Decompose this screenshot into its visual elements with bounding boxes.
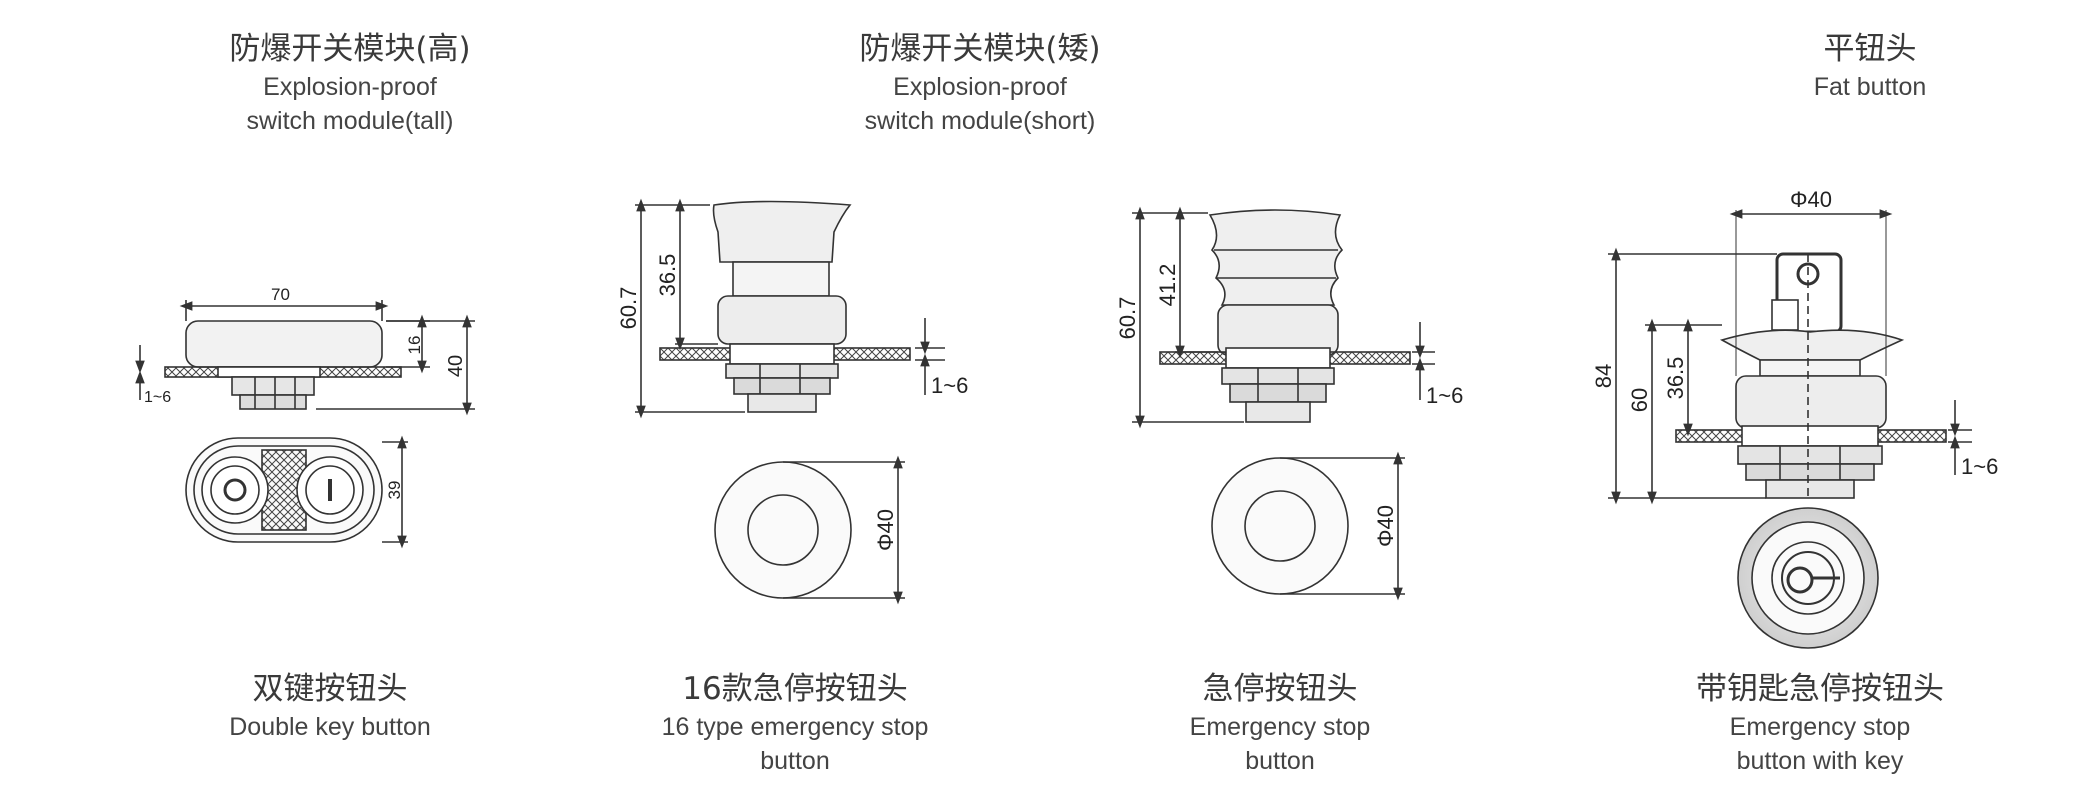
caption-zh: 双键按钮头 xyxy=(252,671,408,707)
type16-estop-side-view xyxy=(635,198,945,419)
caption-en-2: switch module(tall) xyxy=(246,107,454,135)
caption-en-1: 16 type emergency stop xyxy=(661,713,929,741)
dim-double-panel: 1~6 xyxy=(144,389,171,406)
caption-en-2: button xyxy=(760,747,830,775)
dim-t16-36-5: 36.5 xyxy=(655,254,680,297)
dim-estop-panel: 1~6 xyxy=(1426,383,1463,408)
caption-en-2: button with key xyxy=(1736,747,1904,775)
caption-en-1: Emergency stop xyxy=(1729,713,1911,741)
caption-en-2: button xyxy=(1245,747,1315,775)
dim-double-40: 40 xyxy=(445,355,467,377)
estop-side-view xyxy=(1132,206,1435,429)
dim-key-84: 84 xyxy=(1591,364,1616,388)
dim-estop-41-2: 41.2 xyxy=(1155,264,1180,307)
caption-en-1: Explosion-proof xyxy=(263,73,437,101)
caption-type16-estop: 16款急停按钮头 16 type emergency stop button xyxy=(605,668,985,778)
caption-double-key: 双键按钮头 Double key button xyxy=(160,668,500,744)
dim-t16-diameter: Φ40 xyxy=(873,509,898,551)
dim-double-70: 70 xyxy=(271,285,290,304)
caption-zh: 16款急停按钮头 xyxy=(682,671,908,707)
key-estop-side-view xyxy=(1608,209,1972,505)
caption-tall-module: 防爆开关模块(高) Explosion-proof switch module(… xyxy=(180,28,520,138)
caption-short-module: 防爆开关模块(矮) Explosion-proof switch module(… xyxy=(800,28,1160,138)
dim-double-16: 16 xyxy=(405,336,424,355)
caption-en-1: Double key button xyxy=(229,713,431,741)
key-estop-top-view xyxy=(1737,507,1879,649)
dim-key-diameter: Φ40 xyxy=(1790,187,1832,212)
dim-estop-60-7: 60.7 xyxy=(1115,297,1140,340)
dim-key-panel: 1~6 xyxy=(1961,454,1998,479)
caption-en-1: Fat button xyxy=(1813,73,1927,101)
dim-key-36-5: 36.5 xyxy=(1663,357,1688,400)
caption-en-1: Emergency stop xyxy=(1189,713,1371,741)
caption-zh: 防爆开关模块(矮) xyxy=(859,31,1101,67)
double-key-top-view xyxy=(185,435,408,549)
caption-zh: 带钥匙急停按钮头 xyxy=(1696,671,1944,707)
dim-t16-60-7: 60.7 xyxy=(616,287,641,330)
dim-t16-panel: 1~6 xyxy=(931,373,968,398)
dim-key-60: 60 xyxy=(1627,388,1652,412)
type16-estop-top-view xyxy=(714,455,905,605)
caption-zh: 防爆开关模块(高) xyxy=(229,31,471,67)
caption-key-estop: 带钥匙急停按钮头 Emergency stop button with key xyxy=(1640,668,2000,778)
estop-top-view xyxy=(1211,451,1405,601)
caption-zh: 平钮头 xyxy=(1823,31,1917,67)
caption-en-2: switch module(short) xyxy=(864,107,1096,135)
caption-estop: 急停按钮头 Emergency stop button xyxy=(1120,668,1440,778)
caption-en-1: Explosion-proof xyxy=(893,73,1067,101)
caption-fat-button: 平钮头 Fat button xyxy=(1740,28,2000,104)
dim-double-39: 39 xyxy=(385,481,404,500)
caption-zh: 急停按钮头 xyxy=(1202,671,1358,707)
dim-estop-diameter: Φ40 xyxy=(1373,505,1398,547)
double-key-side-view xyxy=(135,300,475,416)
